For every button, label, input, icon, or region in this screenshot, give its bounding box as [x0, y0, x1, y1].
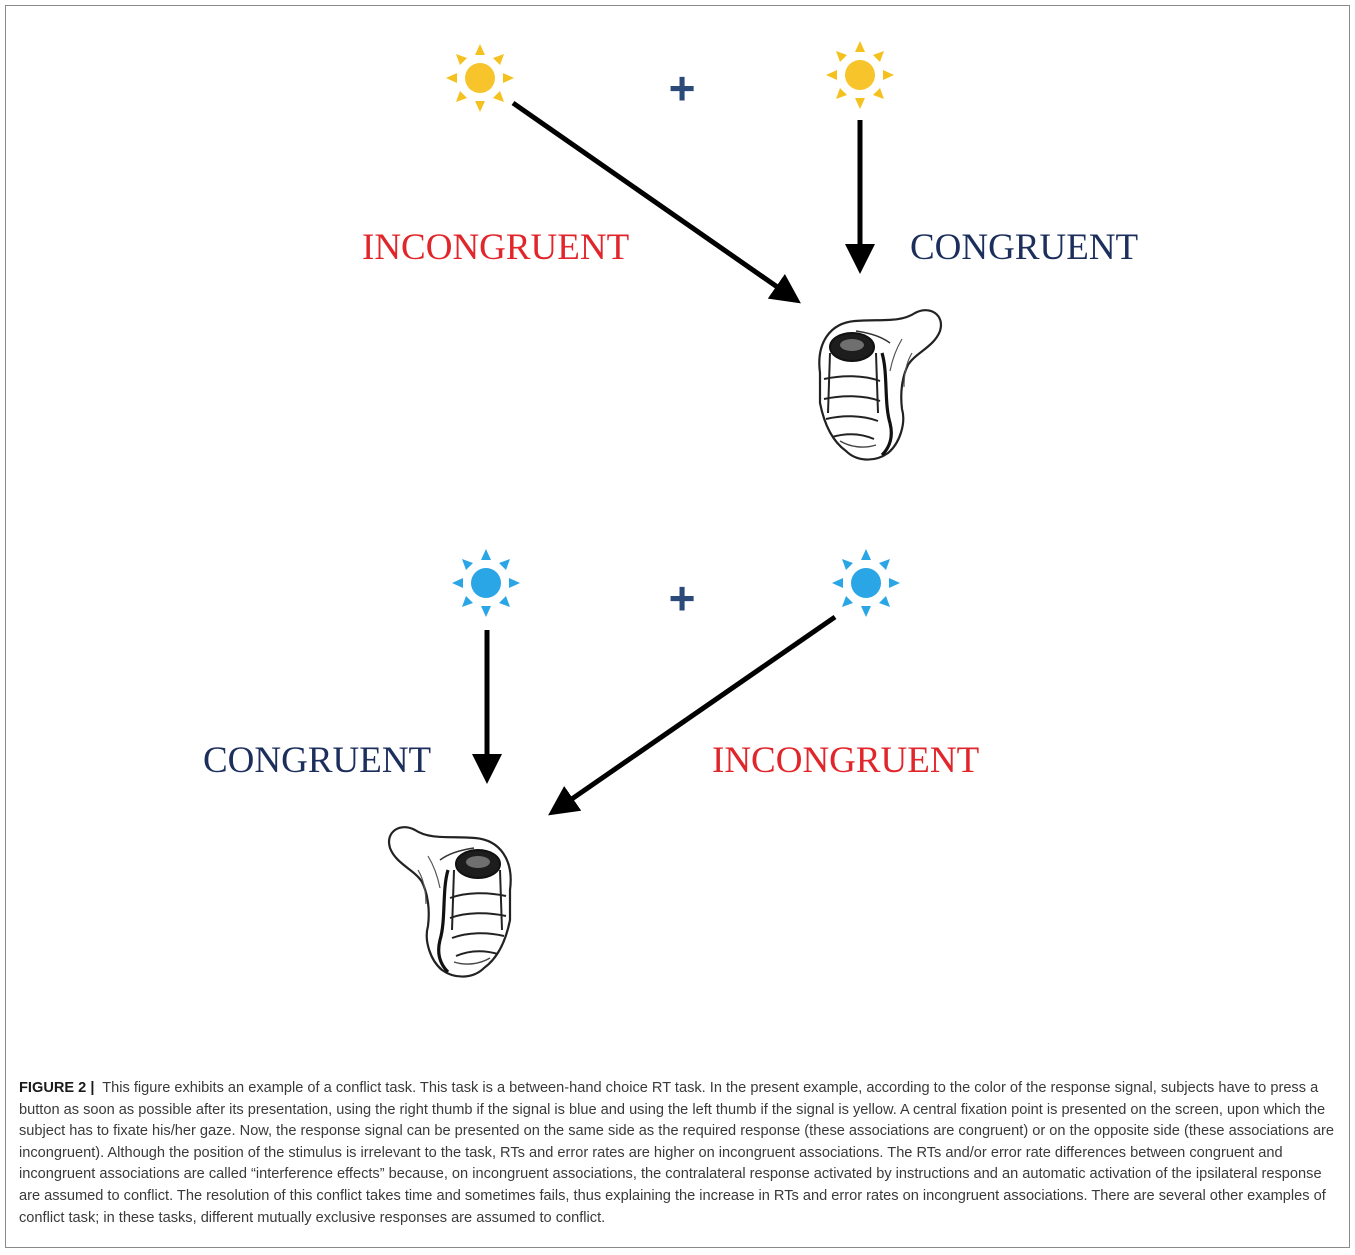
fixation-plus-icon: + [669, 572, 696, 624]
conflict-task-diagram: + INCONGRUENT CONGRUENT + CONGRUENT INCO… [203, 41, 1138, 979]
hand-button-icon [387, 825, 513, 979]
yellow-sun-icon [446, 44, 514, 112]
figure-frame [5, 5, 1350, 1248]
hand-button-icon [817, 308, 943, 462]
blue-sun-icon [832, 549, 900, 617]
label-incongruent-bottom: INCONGRUENT [712, 740, 979, 781]
yellow-sun-icon [826, 41, 894, 109]
top-panel: + INCONGRUENT CONGRUENT [362, 41, 1138, 462]
arrow-incongruent-bottom [548, 614, 837, 816]
blue-sun-icon [452, 549, 520, 617]
arrow-incongruent-top [511, 100, 801, 304]
label-incongruent-top: INCONGRUENT [362, 227, 629, 268]
label-congruent-top: CONGRUENT [910, 227, 1138, 268]
fixation-plus-icon: + [669, 62, 696, 114]
caption-separator: | [90, 1080, 95, 1096]
label-congruent-bottom: CONGRUENT [203, 740, 431, 781]
caption-text: This figure exhibits an example of a con… [19, 1080, 1335, 1226]
figure-label: FIGURE 2 [19, 1080, 87, 1096]
bottom-panel: + CONGRUENT INCONGRUENT [203, 549, 979, 979]
figure-caption: FIGURE 2| This figure exhibits an exampl… [19, 1078, 1337, 1229]
